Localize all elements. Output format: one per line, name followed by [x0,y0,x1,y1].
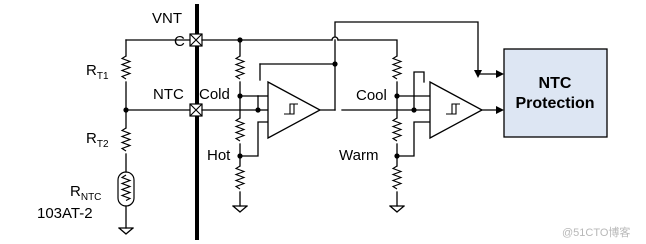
cold-hot-divider [232,55,248,213]
vnt-label: VNT [152,10,182,27]
ntc-pin-label: NTC [153,86,184,103]
junction-dot [123,107,129,113]
rt2-resistor [120,127,132,152]
ntc-thermistor [117,171,135,207]
cool-warm-divider [389,55,405,213]
watermark: @51CTO博客 [562,225,630,239]
c-pin-label: C [174,33,185,50]
cool-label: Cool [356,87,387,104]
protection-title-line2: Protection [515,95,594,112]
comparator-cold-hot [267,80,322,140]
ntc-part-number: 103AT-2 [37,205,93,222]
ground-symbol-left [118,227,134,235]
ntc-pin [189,103,203,117]
hot-label: Hot [207,147,231,164]
external-thermistor-network [117,39,191,235]
comparator-cool-warm [429,80,484,140]
rt1-label: RT1 [86,62,109,82]
ground-symbol-mid [232,205,248,213]
warm-label: Warm [339,147,378,164]
rntc-label: RNTC [70,183,101,203]
cold-label: Cold [199,86,230,103]
protection-title-line1: NTC [539,75,572,92]
vnt-line [201,36,398,57]
ground-symbol-right [389,205,405,213]
rt2-label: RT2 [86,130,109,150]
c-pin [189,33,203,47]
rt1-resistor [120,55,132,80]
ntc-protection-block: NTC Protection [503,48,608,138]
